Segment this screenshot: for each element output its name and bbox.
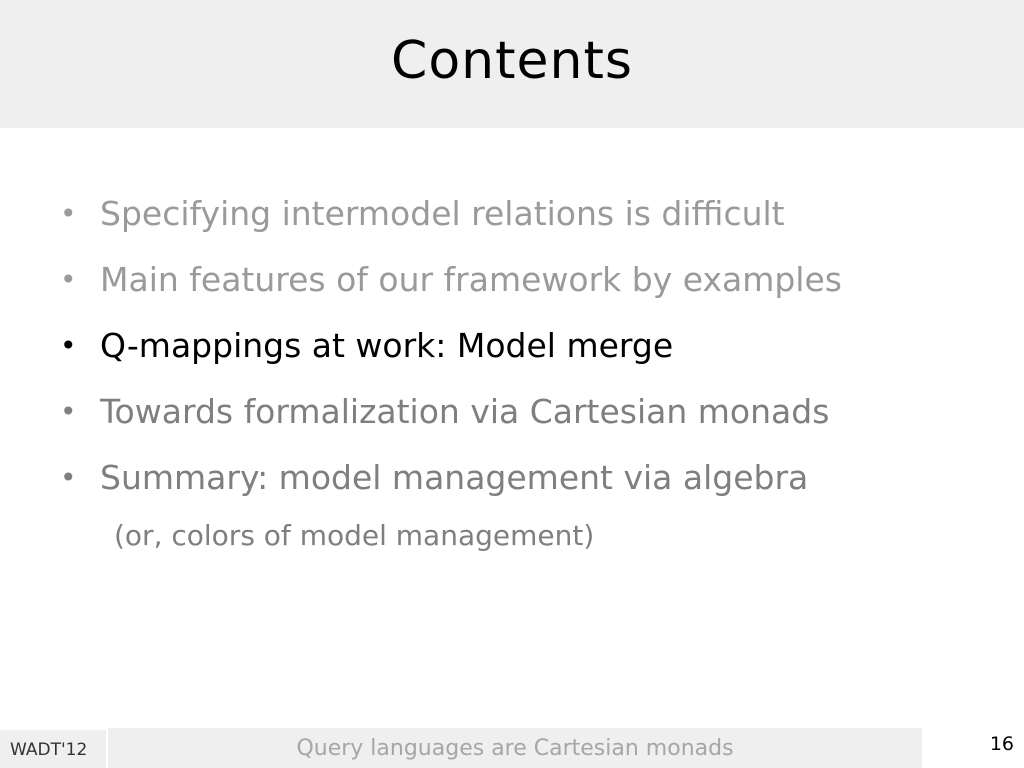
bullet-dot-icon: • [60, 395, 77, 428]
list-item: • Specifying intermodel relations is dif… [60, 186, 842, 252]
bullet-dot-icon: • [60, 263, 77, 296]
contents-list: • Specifying intermodel relations is dif… [60, 186, 842, 516]
list-item: • Summary: model management via algebra [60, 450, 842, 516]
list-item-label: Main features of our framework by exampl… [100, 260, 842, 299]
title-band [0, 0, 1024, 128]
bullet-dot-icon: • [60, 461, 77, 494]
list-item-label: Q-mappings at work: Model merge [100, 326, 674, 365]
bullet-dot-icon: • [60, 329, 77, 362]
list-item: • Towards formalization via Cartesian mo… [60, 384, 842, 450]
footer-event: WADT'12 [10, 740, 88, 760]
footer-page-box: 16 [924, 722, 1024, 768]
page-number: 16 [989, 733, 1014, 755]
sub-note: (or, colors of model management) [114, 519, 595, 552]
footer-event-band: WADT'12 [0, 730, 106, 768]
list-item: • Main features of our framework by exam… [60, 252, 842, 318]
list-item-label: Summary: model management via algebra [100, 458, 809, 497]
list-item-label: Towards formalization via Cartesian mona… [100, 392, 830, 431]
list-item-label: Specifying intermodel relations is diffi… [100, 194, 785, 233]
footer-title-band: Query languages are Cartesian monads [108, 728, 922, 768]
slide-title: Contents [391, 31, 633, 91]
bullet-dot-icon: • [60, 197, 77, 230]
list-item-current: • Q-mappings at work: Model merge [60, 318, 842, 384]
footer-title: Query languages are Cartesian monads [296, 736, 734, 761]
